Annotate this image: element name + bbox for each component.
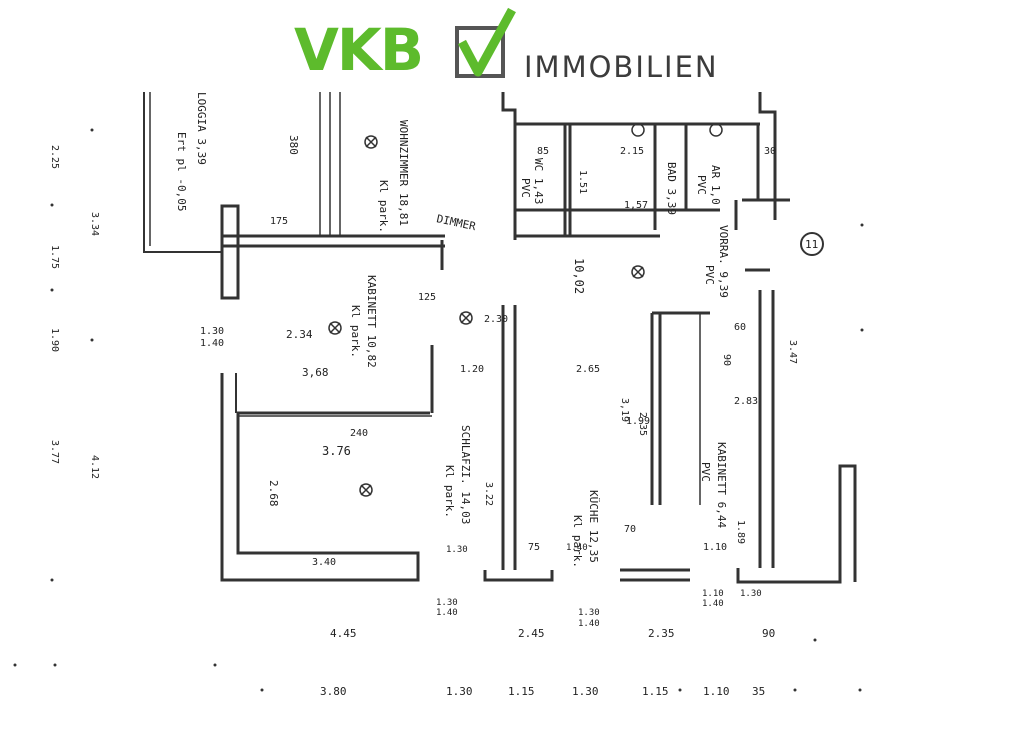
- room-vorraum: VORRA. 9,39: [717, 225, 730, 298]
- dim-215: 2.15: [620, 146, 644, 157]
- dim-bottom-110: 1.10: [703, 685, 730, 698]
- dim-85: 85: [537, 146, 549, 157]
- room-wc: WC 1,43: [532, 158, 545, 204]
- fixture-crosses: [328, 123, 824, 497]
- room-loggia: LOGGIA 3,39: [195, 92, 208, 165]
- dim-bottom-245: 2.45: [518, 627, 545, 640]
- dim-120: 1.20: [460, 364, 484, 375]
- room-schlafzimmer: SCHLAFZI. 14,03: [459, 425, 472, 524]
- dim-230: 2.30: [484, 314, 508, 325]
- room-kabinett-dim: 3,68: [302, 366, 329, 379]
- room-bad: BAD 3,39: [665, 162, 678, 215]
- room-schlafzimmer-floor: Kl park.: [443, 465, 456, 518]
- room-bad-dim: 1,57: [624, 200, 648, 211]
- dim-110: 1.10: [703, 542, 727, 553]
- dim-bottom-130a: 1.30: [446, 685, 473, 698]
- room-kueche: KÜCHE 12,35: [587, 490, 600, 563]
- dim-bottom-115b: 1.15: [642, 685, 669, 698]
- dim-376: 3.76: [322, 444, 351, 458]
- dim-left-412: 4.12: [89, 455, 100, 479]
- dim-bottom-445: 4.45: [330, 627, 357, 640]
- dim-151: 1.51: [577, 170, 588, 194]
- dim-140: 1.40: [200, 338, 224, 349]
- dim-bottom-380: 3.80: [320, 685, 347, 698]
- room-vorraum-floor: PVC: [703, 265, 716, 285]
- dim-left-225: 2.25: [49, 145, 60, 169]
- small-dimension-labels: 1.30 1.40 1.30 1.40 1.30 1.40 1.10 1.40 …: [436, 543, 762, 629]
- dim-bottom-90: 90: [762, 627, 775, 640]
- dim-283: 2.83: [734, 396, 758, 407]
- dim-s140b: 1.40: [578, 619, 600, 629]
- dim-left-377: 3.77: [49, 440, 60, 464]
- room-ar-floor: PVC: [695, 175, 708, 195]
- room-kabinett: KABINETT 10,82: [365, 275, 378, 368]
- floor-plan: WOHNZIMMER 18,81 Kl park. 380 LOGGIA 3,3…: [13, 92, 864, 698]
- logo-checkmark-icon: [458, 7, 516, 77]
- dim-70: 70: [624, 524, 636, 535]
- dim-s140d: 1.40: [566, 543, 588, 553]
- dim-left-190: 1.90: [49, 328, 60, 352]
- dim-30: 30: [764, 146, 776, 157]
- room-loggia-floor: Ert pl -0,05: [175, 132, 188, 211]
- label-entrance-number: 11: [805, 238, 818, 251]
- dim-268: 2.68: [267, 480, 280, 507]
- dim-189: 1.89: [735, 520, 746, 544]
- room-ar: AR 1,0: [709, 165, 722, 205]
- grid-dots: [13, 128, 864, 692]
- room-wc-floor: PVC: [519, 178, 532, 198]
- dim-199: 1.99: [626, 416, 650, 427]
- dim-bottom-235: 2.35: [648, 627, 675, 640]
- dim-s130: 1.30: [436, 598, 458, 608]
- room-kabinett-floor: Kl park.: [349, 305, 362, 358]
- dim-240: 240: [350, 428, 368, 439]
- dim-s130c: 1.30: [446, 545, 468, 555]
- walls: [143, 92, 857, 584]
- dim-125: 125: [418, 292, 436, 303]
- dim-s130d: 1.30: [740, 589, 762, 599]
- dim-s130b: 1.30: [578, 608, 600, 618]
- label-gang: 10,02: [572, 258, 586, 294]
- dim-322: 3.22: [483, 482, 494, 506]
- dim-left-334: 3.34: [89, 212, 100, 236]
- room-kueche-dim: 3,19: [619, 398, 630, 422]
- dim-s140: 1.40: [436, 608, 458, 618]
- bottom-dimensions: 4.45 2.45 2.35 90 3.80 1.30 1.15 1.30 1.…: [320, 627, 775, 698]
- room-kueche-floor: Kl park.: [571, 515, 584, 568]
- dim-347: 3.47: [787, 340, 798, 364]
- dim-60: 60: [734, 322, 746, 333]
- room-kabinett-2: KABINETT 6,44: [715, 442, 728, 528]
- dim-s110: 1.10: [702, 589, 724, 599]
- vkb-logo: VKB IMMOBILIEN: [0, 0, 1024, 95]
- dim-265: 2.65: [576, 364, 600, 375]
- floor-plan-labels: WOHNZIMMER 18,81 Kl park. 380 LOGGIA 3,3…: [175, 92, 818, 568]
- dim-90: 90: [721, 354, 732, 366]
- dim-75: 75: [528, 542, 540, 553]
- logo-wordmark: IMMOBILIEN: [524, 50, 719, 84]
- logo-brand: VKB: [294, 16, 424, 84]
- dim-235: 2.35: [637, 412, 648, 436]
- room-wohnzimmer-floor: Kl park.: [377, 180, 390, 233]
- dim-bottom-35: 35: [752, 685, 765, 698]
- dimension-labels: 2.25 3.34 1.75 1.90 3.77 4.12 175 1.30 1…: [49, 145, 798, 568]
- dim-left-175: 1.75: [49, 245, 60, 269]
- room-kabinett-2-floor: PVC: [699, 462, 712, 482]
- dim-130: 1.30: [200, 326, 224, 337]
- room-wohnzimmer-height: 380: [287, 135, 300, 155]
- dim-bottom-115a: 1.15: [508, 685, 535, 698]
- dim-340: 3.40: [312, 557, 336, 568]
- label-dimmer: DIMMER: [435, 212, 477, 233]
- dim-234: 2.34: [286, 328, 313, 341]
- dim-s140c: 1.40: [702, 599, 724, 609]
- room-wohnzimmer: WOHNZIMMER 18,81: [397, 120, 410, 226]
- dim-175: 175: [270, 216, 288, 227]
- dim-bottom-130b: 1.30: [572, 685, 599, 698]
